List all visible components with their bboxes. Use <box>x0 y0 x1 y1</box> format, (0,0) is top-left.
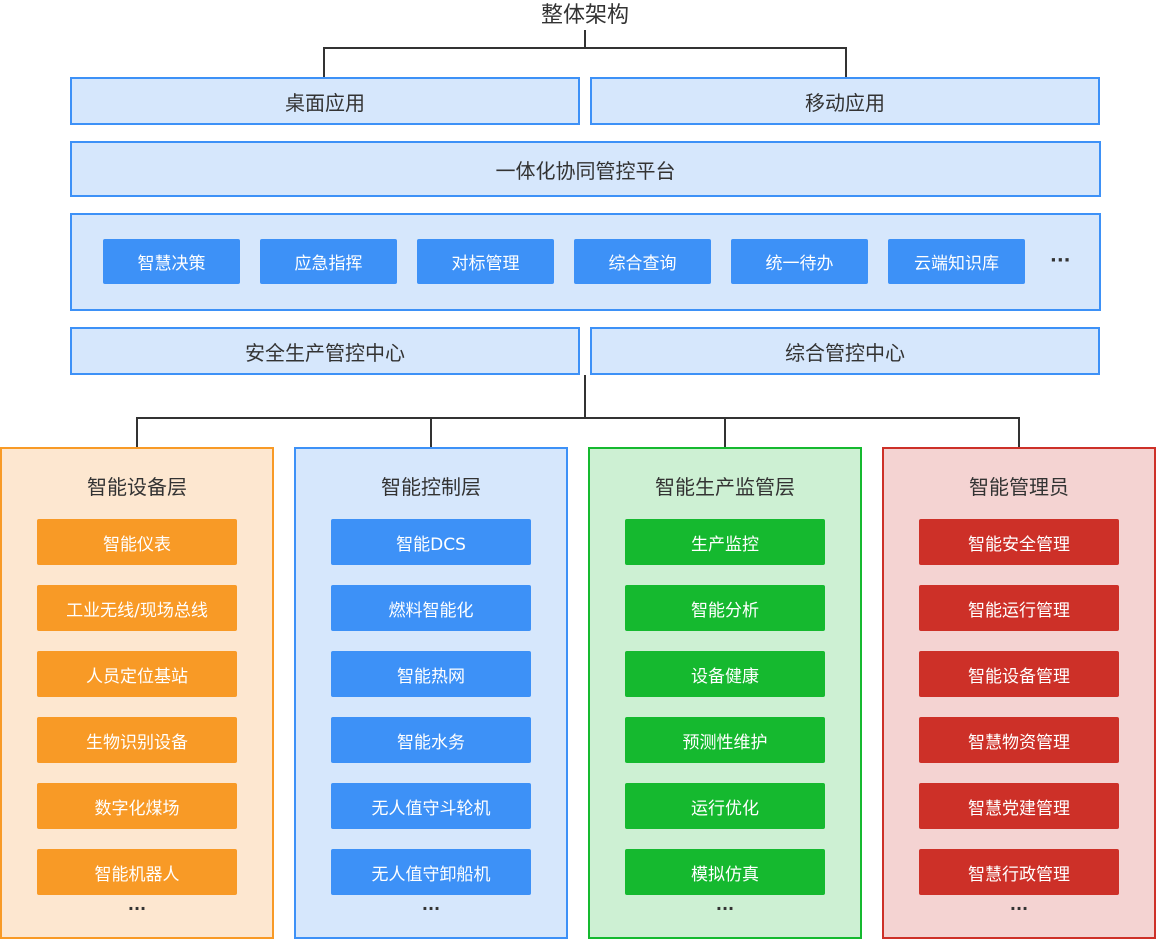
layer-item: 智能仪表 <box>37 519 237 565</box>
production-monitor-layer-panel: 智能生产监管层生产监控智能分析设备健康预测性维护运行优化模拟仿真 ··· <box>588 447 862 939</box>
more-ellipsis: ··· <box>421 899 441 918</box>
layer-item: 无人值守卸船机 <box>331 849 531 895</box>
connector <box>584 30 586 49</box>
layer-item: 智慧行政管理 <box>919 849 1119 895</box>
control-layer-panel: 智能控制层智能DCS 燃料智能化智能热网智能水务无人值守斗轮机无人值守卸船机 ··· <box>294 447 568 939</box>
integrated-center-box: 综合管控中心 <box>590 327 1100 375</box>
connector <box>136 417 1020 419</box>
module-emergency-command: 应急指挥 <box>260 239 397 284</box>
connector <box>584 375 586 418</box>
connector <box>323 47 847 49</box>
layer-item: 模拟仿真 <box>625 849 825 895</box>
layer-item: 智能热网 <box>331 651 531 697</box>
layer-title: 智能控制层 <box>381 475 481 499</box>
connector <box>323 47 325 78</box>
layer-item: 智能设备管理 <box>919 651 1119 697</box>
more-ellipsis: ··· <box>715 899 735 918</box>
layer-title: 智能设备层 <box>87 475 187 499</box>
more-ellipsis: ··· <box>1050 250 1071 271</box>
more-ellipsis: ··· <box>1009 899 1029 918</box>
mobile-app-box: 移动应用 <box>590 77 1100 125</box>
more-ellipsis: ··· <box>127 899 147 918</box>
safety-center-box: 安全生产管控中心 <box>70 327 580 375</box>
layer-item: 智能运行管理 <box>919 585 1119 631</box>
layer-item: 智慧物资管理 <box>919 717 1119 763</box>
layer-title: 智能生产监管层 <box>655 475 795 499</box>
layer-item: 工业无线/现场总线 <box>37 585 237 631</box>
platform-box: 一体化协同管控平台 <box>70 141 1101 197</box>
module-query: 综合查询 <box>574 239 711 284</box>
layer-item: 智能机器人 <box>37 849 237 895</box>
module-smart-decision: 智慧决策 <box>103 239 240 284</box>
layer-item: 生产监控 <box>625 519 825 565</box>
connector <box>1018 417 1020 447</box>
device-layer-panel: 智能设备层智能仪表工业无线/现场总线人员定位基站生物识别设备数字化煤场智能机器人… <box>0 447 274 939</box>
module-knowledge-base: 云端知识库 <box>888 239 1025 284</box>
management-layer-panel: 智能管理员智能安全管理智能运行管理智能设备管理智慧物资管理智慧党建管理智慧行政管… <box>882 447 1156 939</box>
module-benchmark: 对标管理 <box>417 239 554 284</box>
layer-title: 智能管理员 <box>969 475 1069 499</box>
connector <box>430 417 432 447</box>
layer-item: 设备健康 <box>625 651 825 697</box>
module-todo: 统一待办 <box>731 239 868 284</box>
layer-item: 运行优化 <box>625 783 825 829</box>
layer-item: 智慧党建管理 <box>919 783 1119 829</box>
layer-item: 智能分析 <box>625 585 825 631</box>
layer-item: 智能水务 <box>331 717 531 763</box>
connector <box>136 417 138 447</box>
layer-item: 智能安全管理 <box>919 519 1119 565</box>
connector <box>724 417 726 447</box>
layer-item: 生物识别设备 <box>37 717 237 763</box>
layer-item: 人员定位基站 <box>37 651 237 697</box>
layer-item: 智能DCS <box>331 519 531 565</box>
diagram-title: 整体架构 <box>540 3 629 28</box>
layer-item: 无人值守斗轮机 <box>331 783 531 829</box>
layer-item: 预测性维护 <box>625 717 825 763</box>
layer-item: 燃料智能化 <box>331 585 531 631</box>
layer-item: 数字化煤场 <box>37 783 237 829</box>
desktop-app-box: 桌面应用 <box>70 77 580 125</box>
connector <box>845 47 847 78</box>
